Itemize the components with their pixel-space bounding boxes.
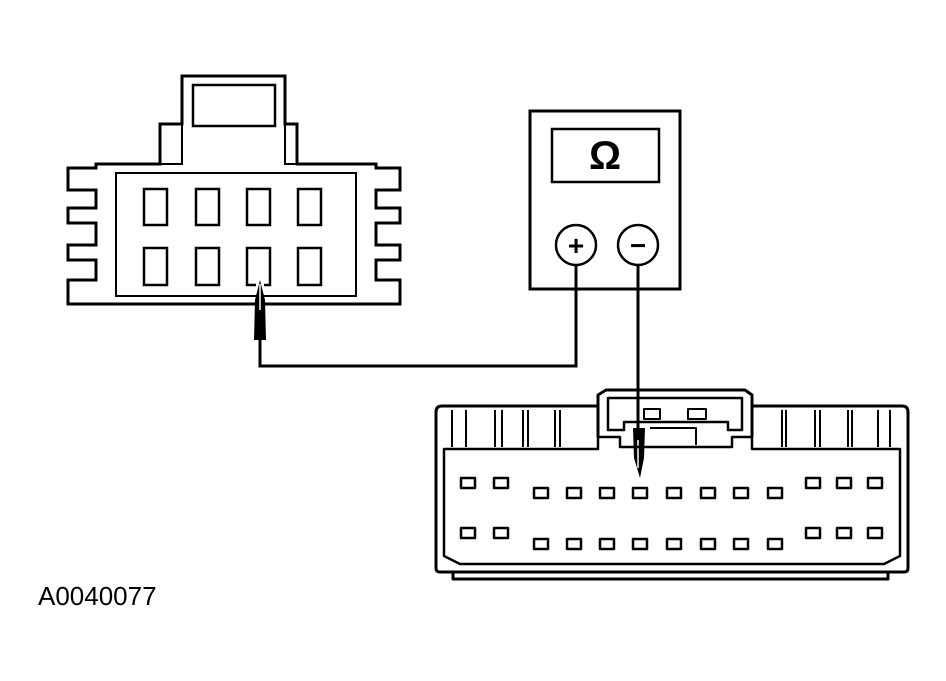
- pin-cavity: [492, 526, 510, 540]
- pin-cavity: [631, 486, 649, 500]
- pin-cavity: [766, 486, 784, 500]
- top-row-cavities: [459, 476, 884, 500]
- pin-cavity: [459, 526, 477, 540]
- pin-cavity: [492, 476, 510, 490]
- pin-cavity: [194, 187, 221, 227]
- pin-cavity: [665, 537, 683, 551]
- pin-cavity: [532, 486, 550, 500]
- pin-cavity: [766, 537, 784, 551]
- pin-cavity: [665, 486, 683, 500]
- pin-cavity: [532, 537, 550, 551]
- pin-cavity: [804, 476, 822, 490]
- pin-cavity: [142, 187, 169, 227]
- pin-cavity: [804, 526, 822, 540]
- pin-cavity: [866, 476, 884, 490]
- pin-cavity: [565, 486, 583, 500]
- right-connector: [434, 388, 910, 581]
- positive-probe: [254, 280, 266, 340]
- pin-cavity: [732, 486, 750, 500]
- pin-cavity: [631, 537, 649, 551]
- bottom-row-cavities: [459, 526, 884, 551]
- pin-cavity: [699, 486, 717, 500]
- pin-cavity: [598, 537, 616, 551]
- connector-latch-window: [191, 83, 277, 128]
- figure-id: A0040077: [38, 581, 157, 611]
- pin-cavity: [835, 476, 853, 490]
- negative-probe: [633, 428, 645, 478]
- pin-cavity: [565, 537, 583, 551]
- negative-terminal-label: −: [630, 230, 646, 261]
- pin-cavity: [142, 246, 169, 287]
- left-connector: [66, 74, 402, 306]
- connector-inner-frame: [115, 172, 357, 297]
- pin-cavity-probed: [245, 246, 272, 287]
- pin-cavity: [296, 187, 323, 227]
- pin-cavity: [245, 187, 272, 227]
- pin-cavity: [699, 537, 717, 551]
- pin-cavity: [296, 246, 323, 287]
- pin-cavity: [866, 526, 884, 540]
- ohm-symbol: Ω: [589, 134, 621, 178]
- pin-cavity: [835, 526, 853, 540]
- positive-terminal-label: +: [568, 230, 584, 261]
- pin-cavity: [194, 246, 221, 287]
- positive-lead: [258, 265, 578, 368]
- test-leads: [258, 265, 640, 428]
- meter-body: [528, 109, 682, 291]
- pin-cavity: [732, 537, 750, 551]
- pin-cavity: [459, 476, 477, 490]
- meter-display: [550, 127, 661, 184]
- pin-cavity: [598, 486, 616, 500]
